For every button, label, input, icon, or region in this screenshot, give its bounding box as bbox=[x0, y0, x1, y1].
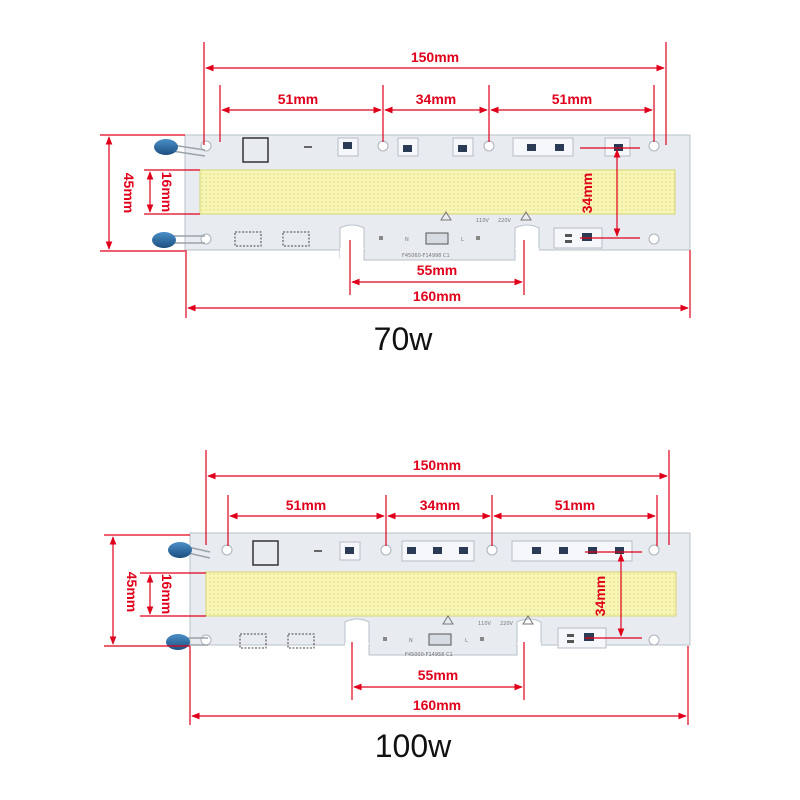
dimension-lines bbox=[100, 42, 691, 318]
dim-hole-spacing: 34mm bbox=[592, 576, 608, 616]
dim-total-length: 160mm bbox=[413, 697, 461, 713]
label-n: N bbox=[409, 638, 413, 644]
dim-total-inner: 150mm bbox=[411, 49, 459, 65]
dim-total-length: 160mm bbox=[413, 288, 461, 304]
label-220v: 220V bbox=[500, 621, 514, 627]
smd-components bbox=[234, 137, 631, 249]
label-110v: 110V bbox=[476, 218, 490, 224]
dim-led-height: 16mm bbox=[159, 574, 175, 614]
label-n: N bbox=[405, 237, 409, 243]
dim-notch-spacing: 55mm bbox=[417, 262, 457, 278]
dim-right-section: 51mm bbox=[552, 91, 592, 107]
dim-right-section: 51mm bbox=[555, 497, 595, 513]
dim-middle-section: 34mm bbox=[420, 497, 460, 513]
part-number: F45060-F14998 C1 bbox=[402, 253, 450, 259]
led-strip bbox=[199, 169, 676, 215]
dim-total-inner: 150mm bbox=[413, 457, 461, 473]
label-220v: 220V bbox=[498, 218, 512, 224]
smd-components bbox=[239, 540, 633, 649]
part-number: F45000-F14958 C1 bbox=[405, 652, 453, 658]
panel-70w: 110V 220V N L F45060-F14998 C1 bbox=[100, 42, 691, 357]
dim-notch-spacing: 55mm bbox=[418, 667, 458, 683]
dim-led-height: 16mm bbox=[159, 172, 175, 212]
dim-left-section: 51mm bbox=[286, 497, 326, 513]
panel-title: 100w bbox=[375, 728, 452, 764]
capacitor-icon bbox=[152, 232, 205, 248]
led-strip bbox=[205, 571, 677, 617]
dim-overall-height: 45mm bbox=[121, 173, 137, 213]
capacitor-icon bbox=[154, 139, 206, 157]
dim-middle-section: 34mm bbox=[416, 91, 456, 107]
board-silkscreen: 110V 220V N L F45060-F14998 C1 bbox=[402, 218, 512, 259]
board-silkscreen: 110V 220V N L F45000-F14958 C1 bbox=[405, 621, 514, 658]
dim-left-section: 51mm bbox=[278, 91, 318, 107]
dimension-lines bbox=[104, 450, 689, 725]
label-l: L bbox=[465, 638, 468, 644]
label-110v: 110V bbox=[478, 621, 492, 627]
dim-hole-spacing: 34mm bbox=[579, 173, 595, 213]
dim-overall-height: 45mm bbox=[124, 572, 140, 612]
panel-100w: 110V 220V N L F45000-F14958 C1 bbox=[104, 450, 691, 764]
label-l: L bbox=[461, 237, 464, 243]
capacitor-icon bbox=[168, 542, 211, 559]
panel-title: 70w bbox=[374, 321, 434, 357]
